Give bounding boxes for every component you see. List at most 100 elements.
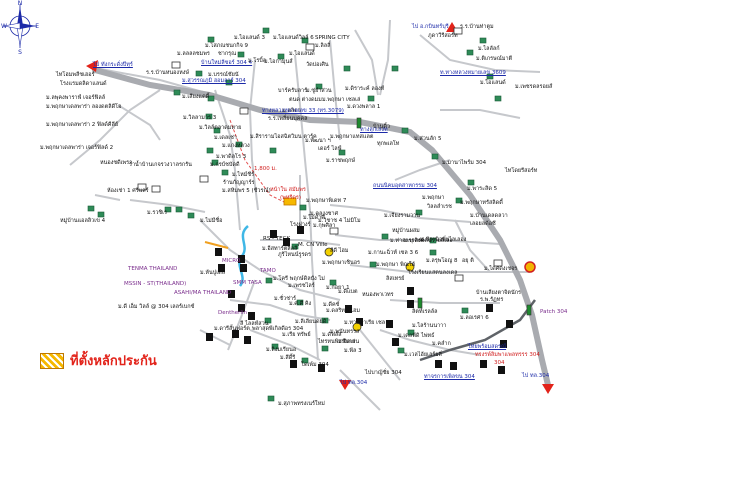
orange-route <box>204 241 229 249</box>
map-label: ม.ดวงพลาล 1 <box>347 104 381 110</box>
map-label: ม.ไลร้านนาาา <box>412 323 447 329</box>
traffic-light-markers <box>356 117 532 316</box>
map-label: ไทโฮมพลีชเฮอร์ <box>56 72 95 78</box>
map-label: วัดบ่อเศิน <box>306 62 329 68</box>
map-label: ม.พฤกษา พิณใต้ <box>376 262 416 268</box>
map-label: บ้านดิ้ว <box>373 124 390 130</box>
map-label: ม.เพรชไลร์ <box>288 283 315 289</box>
map-label: โดเพ์ม 304 <box>301 362 329 368</box>
map-label: ม.โสภณชนกกิจ 9 <box>205 43 249 49</box>
map-label: โรงเรียนแสตนลงเดล <box>408 270 458 276</box>
map-label: ไทโดยรีสอร์ท <box>505 168 538 174</box>
map-label: โรงฝางร์ <box>290 222 311 228</box>
map-label: หนองพาเวทร <box>362 292 394 298</box>
map-label: ม.ไอแลนด์วิลล์ 6 <box>273 35 314 41</box>
map-label: ม.ไดศดงเชจร <box>484 266 518 272</box>
map-label: ม.ลลลลชมพร <box>177 51 210 57</box>
map-label: หน้าใน สมัมพร <box>270 187 306 193</box>
map-label: ม.ไอแลนด์ <box>480 80 506 86</box>
map-label: ม.ก่อยา 1 <box>326 285 350 291</box>
map-label: ม.สีดี้รี <box>280 355 296 361</box>
map-label: ภูริไหนน์รูรดร <box>278 252 311 258</box>
map-label: RS - TECK <box>263 236 291 242</box>
map-label: ตนด ต่างดมม <box>289 97 322 103</box>
map-label: ไป ทล.304 <box>522 373 550 379</box>
map-label: ม.พาดิลโร 3 <box>216 154 247 160</box>
map-label: ม.ทามปาเรีย เชล 4 <box>344 320 391 326</box>
map-label: ม.ดลริทด์ ไฮม <box>326 308 360 314</box>
map-label: ม.ไม่มีชื่อ <box>200 218 223 224</box>
map-label: ม.ท่าฮารรสิงห์ <box>390 238 425 244</box>
map-label: พลาสุดพีเกิลดีอร 304 <box>252 326 304 332</box>
map-label: ม.วิชาช 4 ไม่มิโม <box>318 218 361 224</box>
map-label: ม.รวชิเร <box>147 210 167 216</box>
map-label: ม.สหิมพร 5 (ชีวรณ์) <box>222 188 271 194</box>
map-label: ม.บรรณ์ชัยนั <box>208 72 239 78</box>
map-label: ม.ดี เอ็ม วิลล์ @ 304 เลลร์เบกซ์ <box>118 304 195 310</box>
map-label: ม.ส่วนลัก 5 <box>414 136 442 142</box>
map-label: ทรงรพ์ลิมพาแพลทรรร 304 <box>475 352 540 358</box>
map-label: ลี ไลลท์สวน <box>240 321 269 327</box>
compass-e: E <box>35 23 39 30</box>
map-label: ม.โครี พฤกษ์ดิลบัง ไม่ <box>273 276 325 282</box>
map-label: ม.พาระสิด 5 <box>467 186 498 192</box>
map-label: ม.พฤกษาเดลพาร่า เจอร์ฟิลด์ 2 <box>40 145 114 151</box>
map-label: อยุ ติ <box>462 258 474 264</box>
map-label: ม.ไหม์ชีร์ <box>232 172 255 178</box>
map-label: ไปบาญ้ชั่ย 304 <box>365 370 402 376</box>
map-label: ม.วิลล์ตลาดมหาย <box>199 125 242 131</box>
map-label: ม.ลิงมเรียนอ <box>266 347 297 353</box>
map-label: MSSIN - ST(THAILAND) <box>124 281 187 287</box>
map-legend: ที่ตั้งหลักประกัน <box>40 350 157 371</box>
secondary-roads <box>69 19 541 411</box>
map-label: ม.ไลลัลก์ <box>478 46 500 52</box>
map-label: ม.ไอแลนด์ <box>289 51 315 57</box>
map-label: ม.ห้นปูเดล <box>200 270 226 276</box>
map-label: ม.กานะฉิ่วท์ เซล 3 6 <box>368 250 419 256</box>
map-label: ASAHI/MA THAILAND <box>174 290 232 296</box>
map-label: ม.ลีเลียนดยดิ <box>295 319 327 325</box>
map-label: ม.พฤกษาพิเดท 7 <box>306 198 347 204</box>
map-label: ร.พ.รัฏทร <box>480 297 504 303</box>
map-label: ไป ทล.304 <box>340 380 368 386</box>
map-label: ม.โรบิ้ล <box>248 58 267 64</box>
map-label: ม.เวลไฮ้ยเลร์ยลี่ <box>404 352 442 358</box>
map-label: ม.ราชพฤกษ์ <box>326 158 356 164</box>
map-label: ม.สุภาพทรงเนร์ใหม่ <box>278 401 325 407</box>
map-label: ม.คลุงงชาศ <box>310 211 339 217</box>
map-label: เดอร์ ไลฟ์ <box>318 146 342 152</box>
map-label: ร.ร.บ้านท่าตูม <box>460 24 494 30</box>
map-label: ม.เดลเช่า <box>214 135 237 141</box>
map-label: ม.ติเกรษณ์มาตี <box>476 56 513 62</box>
map-label: ม.เพชรดลรอยส์ <box>515 84 553 90</box>
map-label: ไป อ.กบินทร์บุรี <box>412 24 449 30</box>
map-label: เลอยลด้อซี <box>470 221 496 227</box>
map-label: ทางลุกเลงท <box>360 127 388 133</box>
map-label: ชากรุณ <box>218 51 237 57</box>
map-label: TENMA THAILAND <box>128 266 178 272</box>
map-label: Patch 304 <box>540 309 568 315</box>
map-label: ม.คลำก <box>432 341 451 347</box>
compass-s: S <box>18 49 22 55</box>
map-label: ม.แกงหลวง <box>222 143 250 149</box>
map-label: (พหรีดร) <box>280 195 302 201</box>
map-label: SMM TASA <box>233 280 262 286</box>
map-label: ม.พฤกษาเดลพาร่า 2 ฟิลด์คีลีย์ <box>46 122 119 128</box>
map-label: ม.ดัฟส์ส <box>322 332 342 338</box>
map-label: ห้องเช่า 1 ศรีแลร์ <box>107 188 149 194</box>
map-label: หนองชดีเพรา <box>100 160 133 166</box>
legend-label: ที่ตั้งหลักประกัน <box>70 354 157 369</box>
map-label: ม.จิดเล่น <box>338 339 360 345</box>
map-label: ลีดี ไฮม <box>330 248 349 254</box>
map-label: ม.มานาไพร์ม 304 <box>442 160 487 166</box>
map-label: ม.บุ ลรดลน์รายลีเลง <box>404 238 453 244</box>
map-label: 304 <box>494 360 505 366</box>
map-label: ม.สุวรรณภูมิ ฮอมลาร์ 304 <box>182 78 246 84</box>
map-label: ม.เสียงแดดี้ <box>182 94 210 100</box>
arrow-south-main <box>542 384 554 394</box>
map-label: ลิตท์เรลล์ล <box>412 309 438 315</box>
red-dashed-route <box>229 119 291 206</box>
map-label: ร้านกัญญาร์ร <box>223 180 255 186</box>
map-label: ม.พฤกษา เซลเล่ <box>322 97 361 103</box>
map-label: ม.พฤกษาเชินอร <box>322 260 361 266</box>
